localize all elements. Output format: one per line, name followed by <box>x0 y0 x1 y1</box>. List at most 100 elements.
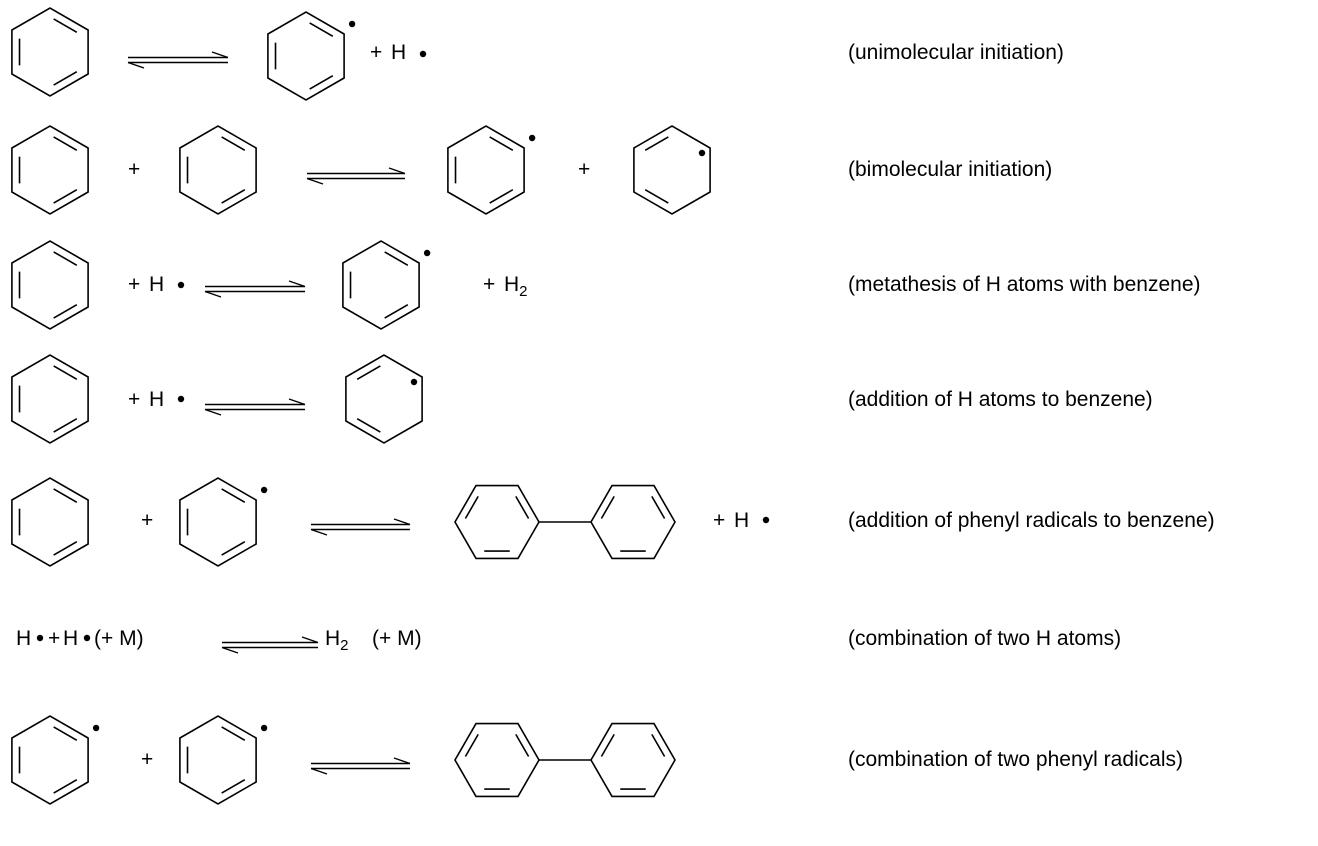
arrow-reverse-head <box>221 646 239 654</box>
inner-double-bond <box>53 488 78 503</box>
h-atom-label: H <box>149 388 165 411</box>
h2-main: H <box>504 273 520 296</box>
reaction-description-metathesis: (metathesis of H atoms with benzene) <box>848 273 1201 296</box>
inner-double-bond <box>53 251 78 266</box>
third-body-label: (+ M) <box>372 627 422 650</box>
ring-outline <box>590 722 676 798</box>
biphenyl-ring <box>454 722 540 798</box>
inner-double-bond <box>600 495 615 519</box>
h2-molecule-label: H2 <box>325 628 349 653</box>
ring-outline <box>447 125 525 215</box>
reaction-description-unimolecular: (unimolecular initiation) <box>848 41 1064 64</box>
ring-outline <box>454 722 540 798</box>
equilibrium-arrow <box>310 757 411 775</box>
h-radical-dot <box>419 50 427 58</box>
ring-outline <box>590 484 676 560</box>
cyclohexadienyl-radical <box>345 354 423 444</box>
h-radical-dot <box>36 634 44 642</box>
ring-outline <box>11 715 89 805</box>
inner-double-bond <box>221 189 246 204</box>
inner-double-bond <box>515 495 530 519</box>
ring-outline <box>11 125 89 215</box>
ring-outline <box>179 715 257 805</box>
inner-double-bond <box>53 541 78 556</box>
equilibrium-arrow <box>306 167 406 185</box>
inner-double-bond <box>53 71 78 86</box>
inner-double-bond <box>53 365 78 380</box>
phenyl-radical <box>447 125 525 215</box>
equilibrium-arrow <box>204 398 306 416</box>
ring-outline <box>633 125 711 215</box>
radical-dot <box>260 724 268 732</box>
equilibrium-arrow <box>221 636 319 654</box>
inner-double-bond <box>464 733 479 757</box>
inner-double-bond <box>53 418 78 433</box>
plus-sign: + <box>128 158 141 181</box>
arrow-forward-head <box>288 398 306 406</box>
phenyl-radical <box>267 11 345 101</box>
inner-double-bond <box>515 733 530 757</box>
benzene-molecule <box>11 354 89 444</box>
arrow-forward-head <box>388 167 406 175</box>
reaction-description-bimolecular: (bimolecular initiation) <box>848 158 1053 181</box>
arrow-reverse-head <box>306 177 324 185</box>
cyclohexadienyl-radical <box>633 125 711 215</box>
plus-sign: + <box>128 273 141 296</box>
inner-double-bond <box>464 495 479 519</box>
phenyl-radical <box>11 715 89 805</box>
plus-sign: + <box>713 509 726 532</box>
arrow-reverse-head <box>204 290 222 298</box>
ring-outline <box>267 11 345 101</box>
arrow-forward-head <box>211 51 229 59</box>
radical-dot <box>410 378 418 386</box>
reaction-description-addition-h: (addition of H atoms to benzene) <box>848 388 1153 411</box>
reaction-description-addition-phenyl: (addition of phenyl radicals to benzene) <box>848 509 1215 532</box>
inner-double-bond <box>53 779 78 794</box>
phenyl-radical <box>342 240 420 330</box>
inner-double-bond <box>489 189 514 204</box>
arrow-forward-head <box>393 518 411 526</box>
inner-double-bond <box>651 733 666 757</box>
plus-sign: + <box>48 627 61 650</box>
inner-double-bond <box>53 304 78 319</box>
reaction-description-combination-phenyl: (combination of two phenyl radicals) <box>848 748 1183 771</box>
benzene-molecule <box>11 7 89 97</box>
biphenyl-ring <box>590 484 676 560</box>
biphenyl-ring <box>590 722 676 798</box>
phenyl-radical <box>179 477 257 567</box>
inner-double-bond <box>644 136 669 151</box>
inner-double-bond <box>600 733 615 757</box>
equilibrium-arrow <box>310 518 411 536</box>
radical-dot <box>260 486 268 494</box>
h-atom-label: H <box>63 627 79 650</box>
h2-molecule-label: H2 <box>504 273 528 299</box>
benzene-molecule <box>179 125 257 215</box>
radical-dot <box>423 249 431 257</box>
inner-double-bond <box>651 495 666 519</box>
ring-outline <box>11 7 89 97</box>
inner-double-bond <box>221 726 246 741</box>
ring-outline <box>345 354 423 444</box>
inner-double-bond <box>221 488 246 503</box>
ring-outline <box>342 240 420 330</box>
arrow-reverse-head <box>310 767 328 775</box>
plus-sign: + <box>483 273 496 296</box>
arrow-forward-head <box>301 636 319 644</box>
h-atom-label: H <box>16 627 32 650</box>
h-radical-dot <box>177 395 185 403</box>
arrow-forward-head <box>288 280 306 288</box>
h-atom-label: H <box>734 509 750 532</box>
benzene-molecule <box>11 477 89 567</box>
biphenyl-ring <box>454 484 540 560</box>
inner-double-bond <box>644 189 669 204</box>
inner-double-bond <box>221 779 246 794</box>
inner-double-bond <box>356 418 381 433</box>
reaction-description-combination-h: (combination of two H atoms) <box>848 627 1122 650</box>
plus-sign: + <box>578 158 591 181</box>
h-radical-dot <box>177 281 185 289</box>
inner-double-bond <box>53 136 78 151</box>
third-body-label: (+ M) <box>94 627 144 650</box>
radical-dot <box>698 149 706 157</box>
